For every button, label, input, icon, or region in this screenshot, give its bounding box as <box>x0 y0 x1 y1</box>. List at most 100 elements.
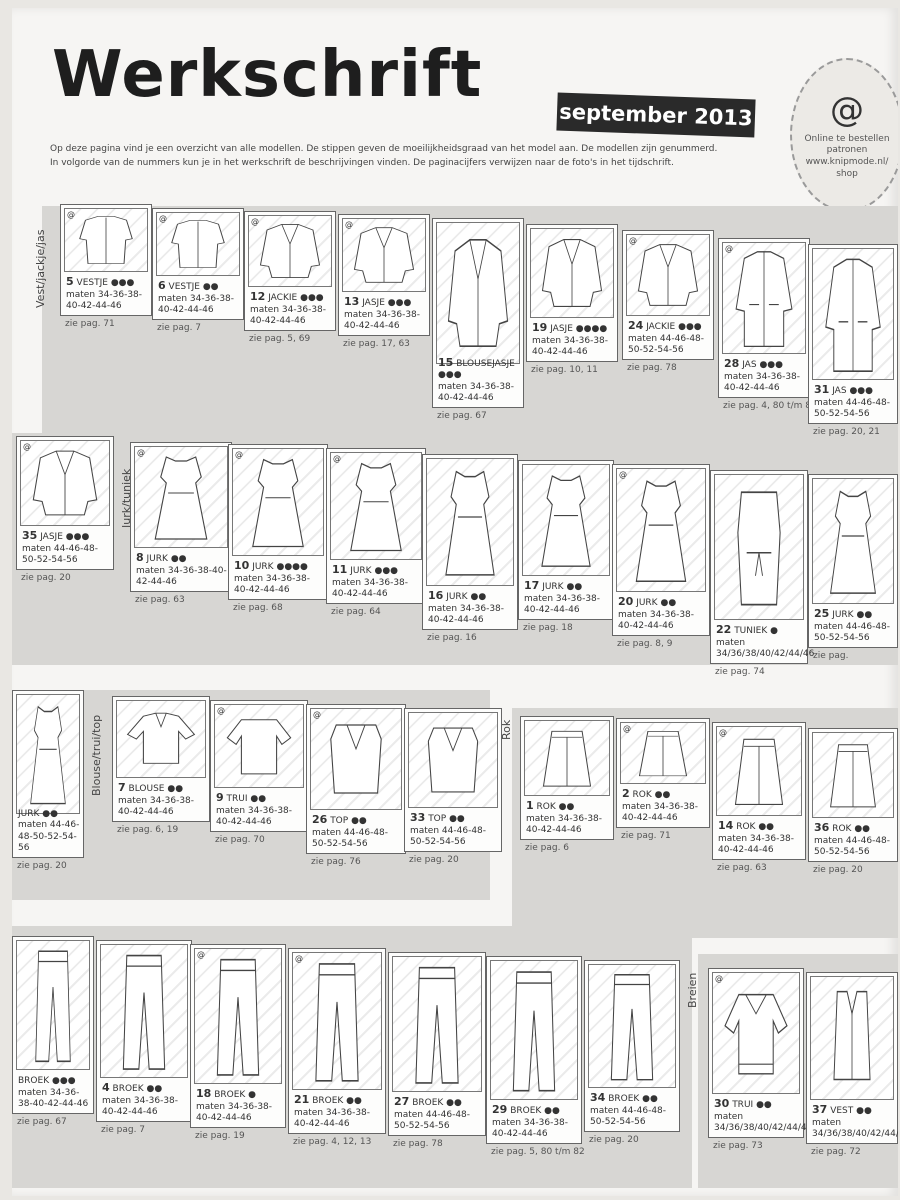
pattern-kind: JAS <box>742 360 757 371</box>
pattern-info: 5 VESTJE ●●●maten 34-36-38-40-42-44-46 <box>66 275 148 312</box>
pattern-number: 1 <box>526 799 534 813</box>
intro-line-1: Op deze pagina vind je een overzicht van… <box>50 144 718 154</box>
pattern-kind: JURK <box>350 566 372 577</box>
garment-drawing: @ <box>716 726 802 816</box>
pattern-card[interactable]: 37 VEST ●●maten 34/36/38/40/42/44/46/48/… <box>806 972 898 1157</box>
intro-text: Op deze pagina vind je een overzicht van… <box>50 143 800 171</box>
pattern-info: 13 JASJE ●●●maten 34-36-38-40-42-44-46 <box>344 295 426 332</box>
page-reference: zie pag. 64 <box>331 607 381 617</box>
pattern-sizes: maten 44-46-48-50-52-54-56 <box>814 835 891 857</box>
pattern-sizes: maten 44-46-48-50-52-54-56 <box>590 1105 667 1127</box>
pattern-card[interactable]: @12 JACKIE ●●●maten 34-36-38-40-42-44-46… <box>244 211 336 344</box>
difficulty-dots: ●●● <box>51 1076 76 1087</box>
pattern-kind: JACKIE <box>646 322 676 333</box>
pattern-sizes: maten 34/36/38/40/42/44/46/48/50/52 <box>812 1117 898 1139</box>
page-reference: zie pag. 18 <box>523 623 573 633</box>
pattern-card[interactable]: 15 BLOUSEJASJE ●●●maten 34-36-38-40-42-4… <box>432 218 524 421</box>
trousers-icon <box>315 963 359 1082</box>
pattern-kind: JASJE <box>362 298 385 309</box>
pattern-number: 17 <box>524 579 540 593</box>
pattern-info: 14 ROK ●●maten 34-36-38-40-42-44-46 <box>718 819 802 856</box>
skirt-icon <box>734 738 784 805</box>
pattern-info: 4 BROEK ●●maten 34-36-38-40-42-44-46 <box>102 1081 188 1118</box>
online-pattern-icon: @ <box>217 706 225 715</box>
pattern-kind: BROEK <box>608 1094 640 1105</box>
page-reference: zie pag. 8, 9 <box>617 639 673 649</box>
difficulty-dots: ●● <box>854 824 871 835</box>
pattern-info: 20 JURK ●●maten 34-36-38-40-42-44-46 <box>618 595 706 632</box>
garment-drawing <box>812 732 894 818</box>
online-line-3[interactable]: www.knipmode.nl/ <box>805 157 889 167</box>
pattern-sizes: maten 44-46-48-50-52-54-56 <box>18 820 80 853</box>
trousers-icon <box>122 954 166 1070</box>
difficulty-dots: ●● <box>351 816 367 827</box>
pattern-sizes: maten 34-36-38-40-42-44-46 <box>196 1101 273 1123</box>
online-pattern-icon: @ <box>623 724 631 733</box>
garment-drawing <box>16 694 80 814</box>
pattern-sizes: maten 44-46-48-50-52-54-56 <box>814 621 891 643</box>
page-reference: zie pag. 10, 11 <box>531 365 598 375</box>
pattern-number: 7 <box>118 781 126 795</box>
garment-drawing <box>100 944 188 1078</box>
difficulty-dots: ●● <box>660 598 677 609</box>
pattern-sizes: maten 34-36-38-40-42-44-46 <box>66 289 143 311</box>
pattern-card[interactable]: @30 TRUI ●●maten 34/36/38/40/42/44/46/48… <box>708 968 856 1151</box>
page-reference: zie pag. 76 <box>311 857 361 867</box>
pattern-info: 2 ROK ●●maten 34-36-38-40-42-44-46 <box>622 787 706 824</box>
pattern-kind: BROEK <box>214 1090 246 1101</box>
pattern-card[interactable]: @24 JACKIE ●●●maten 44-46-48-50-52-54-56… <box>622 230 714 373</box>
garment-drawing <box>812 478 894 604</box>
online-pattern-icon: @ <box>23 442 31 451</box>
page-reference: zie pag. 16 <box>427 633 477 643</box>
pattern-info: 34 BROEK ●●maten 44-46-48-50-52-54-56 <box>590 1091 676 1128</box>
garment-drawing <box>16 940 90 1070</box>
pattern-number: 35 <box>22 529 38 543</box>
online-order-badge: @ Online te bestellen patronen www.knipm… <box>790 58 898 212</box>
online-pattern-icon: @ <box>67 210 75 219</box>
difficulty-dots: ●●● <box>849 386 873 397</box>
pattern-sizes: maten 34-36-38-40-42-44-46 <box>618 609 695 631</box>
pattern-sizes: maten 34-36-38-40-42-44-46 <box>118 795 195 817</box>
page-reference: zie pag. 78 <box>393 1139 443 1149</box>
pattern-number: 11 <box>332 563 348 577</box>
pattern-kind: ROK <box>536 802 556 813</box>
garment-drawing: @ <box>712 972 800 1094</box>
pattern-number: 15 <box>438 356 454 369</box>
dress-icon <box>445 470 495 576</box>
pattern-kind: BLOUSEJASJE <box>456 359 515 369</box>
difficulty-dots: ● <box>248 1090 257 1101</box>
pattern-kind: JURK <box>146 554 168 565</box>
pattern-number: 31 <box>814 383 830 397</box>
